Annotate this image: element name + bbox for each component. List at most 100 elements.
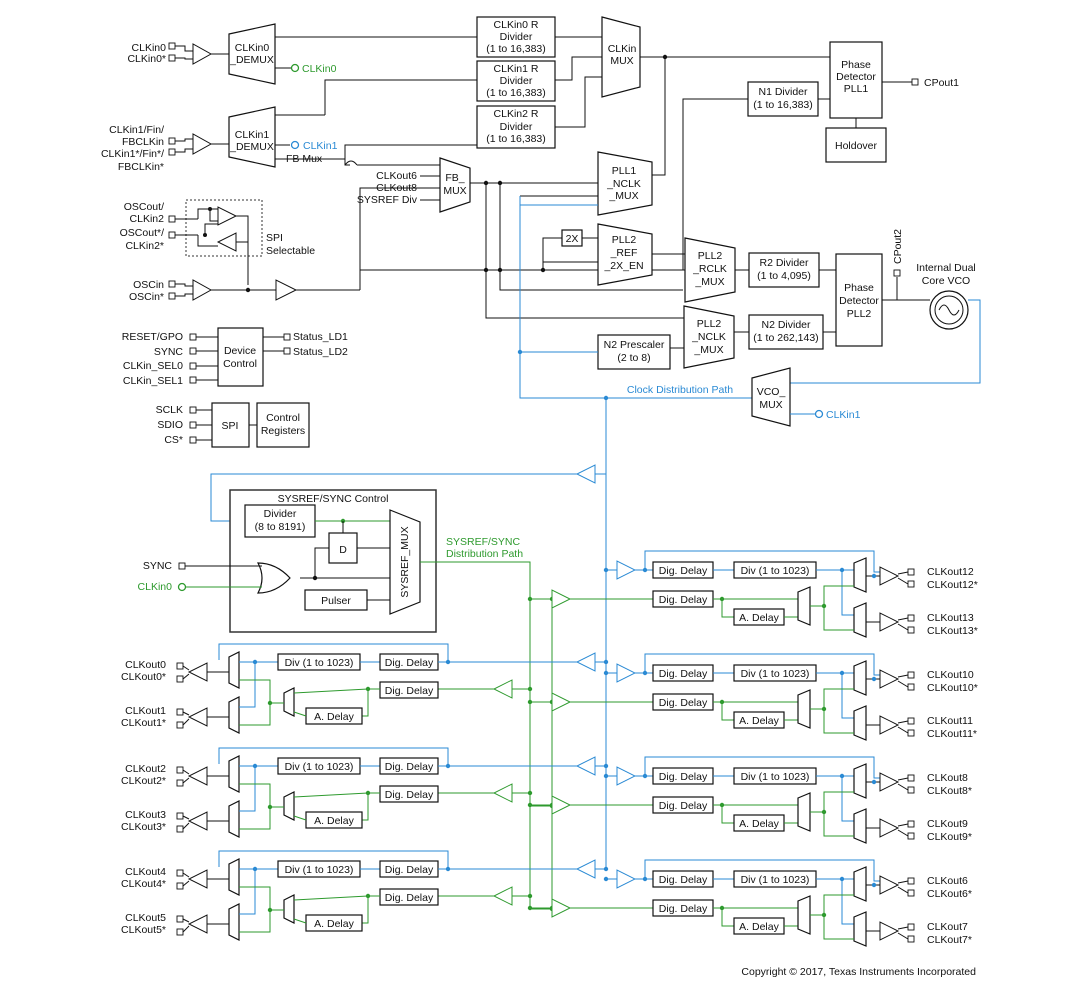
spi-group: SCLK SDIO CS* SPI Control Registers: [156, 402, 310, 448]
buffer-icon: [879, 875, 900, 895]
buffer-icon: [492, 783, 513, 803]
buffer-icon: [551, 589, 572, 609]
divider-box-label: Div (1 to 1023): [285, 657, 354, 669]
svg-text:Holdover: Holdover: [835, 140, 878, 152]
svg-text:CLKin2: CLKin2: [130, 213, 165, 225]
pin-icon: [907, 729, 915, 737]
pll1-nclk-mux: PLL1 _NCLK _MUX: [597, 151, 653, 216]
buffer-icon: [187, 707, 208, 727]
svg-text:CLKin_SEL1: CLKin_SEL1: [123, 375, 183, 387]
svg-text:Status_LD2: Status_LD2: [293, 346, 348, 358]
dig-delay-box-label: Dig. Delay: [385, 761, 434, 773]
n1-divider: N1 Divider (1 to 16,383): [747, 81, 819, 117]
svg-text:CLKin2*: CLKin2*: [125, 240, 164, 252]
svg-text:Distribution Path: Distribution Path: [446, 548, 523, 560]
analog-delay-box-label: A. Delay: [314, 815, 354, 827]
pin-icon: [907, 889, 915, 897]
output-mux: [853, 705, 867, 741]
svg-text:FBCLKin*: FBCLKin*: [118, 161, 164, 173]
svg-text:OSCin: OSCin: [133, 279, 164, 291]
dig-delay-box-label: Dig. Delay: [385, 789, 434, 801]
buffer-icon: [187, 811, 208, 831]
output-mux: [853, 660, 867, 696]
svg-text:SCLK: SCLK: [156, 404, 183, 416]
pin-icon: [168, 42, 176, 50]
svg-text:_DEMUX: _DEMUX: [229, 141, 274, 153]
divider-box-label: Div (1 to 1023): [285, 864, 354, 876]
output-mux: [853, 808, 867, 844]
fb-mux: FB_ MUX: [439, 157, 471, 213]
svg-text:Divider: Divider: [500, 121, 533, 133]
pin-icon: [907, 614, 915, 622]
delay-mux: [797, 895, 811, 935]
analog-delay-box-label: A. Delay: [739, 921, 779, 933]
svg-text:2X: 2X: [566, 233, 579, 245]
svg-text:Divider: Divider: [264, 508, 297, 520]
clkout-label: CLKout5*: [121, 924, 166, 936]
clkout-label: CLKout6: [927, 875, 968, 887]
clkin1-demux: CLKin1 _DEMUX: [228, 106, 276, 168]
clkin0-input-group: CLKin0 CLKin0*: [127, 42, 229, 65]
dig-delay-box-label: Dig. Delay: [659, 594, 708, 606]
svg-text:Clock Distribution Path: Clock Distribution Path: [627, 384, 733, 396]
buffer-icon: [616, 869, 637, 889]
buffer-icon: [575, 652, 596, 672]
clkout-label: CLKout10: [927, 669, 974, 681]
svg-text:PLL1: PLL1: [612, 165, 637, 177]
svg-text:CPout2: CPout2: [892, 229, 904, 264]
dig-delay-box-label: Dig. Delay: [659, 874, 708, 886]
svg-text:Internal Dual: Internal Dual: [916, 262, 976, 274]
clkout-label: CLKout8: [927, 772, 968, 784]
pin-icon: [176, 928, 184, 936]
pin-icon: [907, 671, 915, 679]
buffer-icon: [551, 898, 572, 918]
dig-delay-box: [379, 888, 439, 906]
pin-icon: [907, 717, 915, 725]
clkin2-r-divider: CLKin2 R Divider (1 to 16,383): [476, 105, 556, 149]
pin-icon: [176, 825, 184, 833]
buffer-icon: [879, 612, 900, 632]
svg-text:CLKin1 R: CLKin1 R: [494, 63, 539, 75]
analog-delay-box-label: A. Delay: [314, 918, 354, 930]
clkout-label: CLKout2*: [121, 775, 166, 787]
svg-text:_NCLK: _NCLK: [606, 178, 641, 190]
clkout-label: CLKout3: [125, 809, 166, 821]
buffer-icon: [192, 133, 213, 155]
svg-text:SPI: SPI: [222, 420, 239, 432]
buffer-icon: [879, 566, 900, 586]
svg-text:Core VCO: Core VCO: [922, 275, 970, 287]
svg-text:CLKin1/Fin/: CLKin1/Fin/: [109, 124, 164, 136]
svg-text:FB_: FB_: [445, 172, 464, 184]
svg-text:RESET/GPO: RESET/GPO: [122, 331, 183, 343]
pll2-rclk-mux: PLL2 _RCLK _MUX: [684, 237, 736, 303]
dig-delay-box-label: Dig. Delay: [659, 697, 708, 709]
output-mux: [228, 696, 240, 734]
buffer-icon: [575, 859, 596, 879]
pin-icon: [168, 54, 176, 62]
clkout-label: CLKout3*: [121, 821, 166, 833]
delay-mux: [283, 687, 295, 717]
output-mux: [853, 602, 867, 638]
svg-text:(1 to 4,095): (1 to 4,095): [757, 270, 811, 282]
delay-mux: [797, 586, 811, 626]
clkin1-input-group: CLKin1/Fin/ FBCLKin CLKin1*/Fin*/ FBCLKi…: [101, 124, 229, 173]
analog-delay-box-label: A. Delay: [739, 818, 779, 830]
svg-text:_REF: _REF: [610, 247, 638, 259]
svg-text:MUX: MUX: [759, 399, 782, 411]
device-control-group: RESET/GPO SYNC CLKin_SEL0 CLKin_SEL1 Dev…: [122, 327, 348, 387]
buffer-icon: [187, 766, 208, 786]
pin-icon: [907, 568, 915, 576]
buffer-icon: [616, 560, 637, 580]
pin-icon: [907, 580, 915, 588]
pll1-phase-detector: Phase Detector PLL1: [829, 41, 883, 119]
dig-delay-box-label: Dig. Delay: [659, 800, 708, 812]
svg-text:Control: Control: [266, 412, 300, 424]
analog-delay-box-label: A. Delay: [739, 612, 779, 624]
oscout-group: OSCout/ CLKin2 OSCout*/ CLKin2* SPI Sele…: [120, 199, 315, 285]
svg-text:CLKin1: CLKin1: [235, 129, 270, 141]
dig-delay-box-label: Dig. Delay: [385, 892, 434, 904]
